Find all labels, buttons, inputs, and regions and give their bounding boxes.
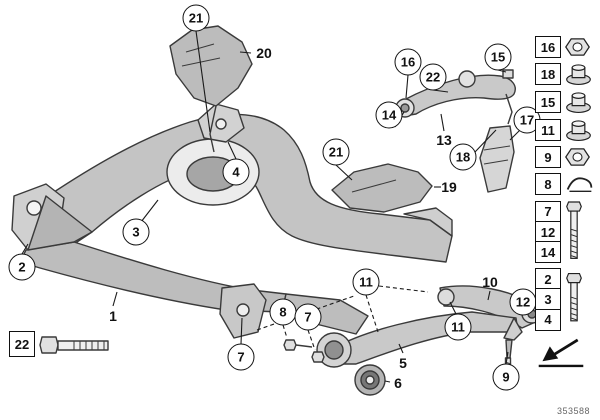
- travel-arrow-icon: [535, 335, 587, 369]
- callout-1[interactable]: 1: [109, 308, 117, 324]
- callout-10[interactable]: 10: [482, 274, 498, 290]
- flange-nut-icon: [564, 62, 593, 86]
- sidebar-item-4[interactable]: 4: [535, 308, 561, 331]
- callout-19[interactable]: 19: [441, 179, 457, 195]
- sidebar-item-18[interactable]: 18: [535, 63, 561, 85]
- bolt-icon: [564, 271, 584, 327]
- sidebar-item-9[interactable]: 9: [535, 146, 561, 168]
- flange-nut-icon: [564, 90, 593, 114]
- callout-13[interactable]: 13: [436, 132, 452, 148]
- bolt-long-icon: [564, 200, 584, 264]
- clip-icon: [564, 172, 595, 196]
- callout-4[interactable]: 4: [222, 158, 250, 186]
- sidebar-item-8[interactable]: 8: [535, 173, 561, 195]
- sidebar-group: [535, 335, 587, 369]
- callout-3[interactable]: 3: [122, 218, 150, 246]
- callout-15[interactable]: 15: [484, 43, 512, 71]
- sidebar-item-16[interactable]: 16: [535, 36, 561, 58]
- drawing-number: 353588: [556, 406, 590, 416]
- callout-22[interactable]: 22: [9, 331, 35, 357]
- callout-11[interactable]: 11: [352, 268, 380, 296]
- callout-2[interactable]: 2: [8, 253, 36, 281]
- callout-20[interactable]: 20: [256, 45, 272, 61]
- callout-6[interactable]: 6: [394, 375, 402, 391]
- callout-21[interactable]: 21: [182, 4, 210, 32]
- hex-nut-icon: [564, 146, 591, 168]
- sidebar-item-3[interactable]: 3: [535, 288, 561, 311]
- callout-16[interactable]: 16: [394, 48, 422, 76]
- sidebar-group: 11: [535, 118, 593, 142]
- sidebar-group: 18: [535, 62, 593, 86]
- callout-7[interactable]: 7: [294, 303, 322, 331]
- callout-21[interactable]: 21: [322, 138, 350, 166]
- hex-nut-icon: [564, 36, 591, 58]
- callout-11[interactable]: 11: [444, 313, 472, 341]
- flange-nut-icon: [564, 118, 593, 142]
- sidebar-group: 16: [535, 36, 591, 58]
- sidebar-item-12[interactable]: 12: [535, 221, 561, 243]
- sidebar-group: 8: [535, 172, 595, 196]
- sidebar-item-11[interactable]: 11: [535, 119, 561, 141]
- sidebar-item-2[interactable]: 2: [535, 268, 561, 290]
- sidebar-item-14[interactable]: 14: [535, 241, 561, 264]
- sidebar-item-7[interactable]: 7: [535, 200, 561, 223]
- callout-5[interactable]: 5: [399, 355, 407, 371]
- callout-12[interactable]: 12: [509, 288, 537, 316]
- callout-7[interactable]: 7: [227, 343, 255, 371]
- callout-9[interactable]: 9: [492, 363, 520, 391]
- callout-22[interactable]: 22: [419, 63, 447, 91]
- callout-8[interactable]: 8: [269, 298, 297, 326]
- callout-14[interactable]: 14: [375, 101, 403, 129]
- callout-18[interactable]: 18: [449, 143, 477, 171]
- sidebar-group: 9: [535, 146, 591, 168]
- sidebar-item-15[interactable]: 15: [535, 91, 561, 113]
- sidebar-group: 15: [535, 90, 593, 114]
